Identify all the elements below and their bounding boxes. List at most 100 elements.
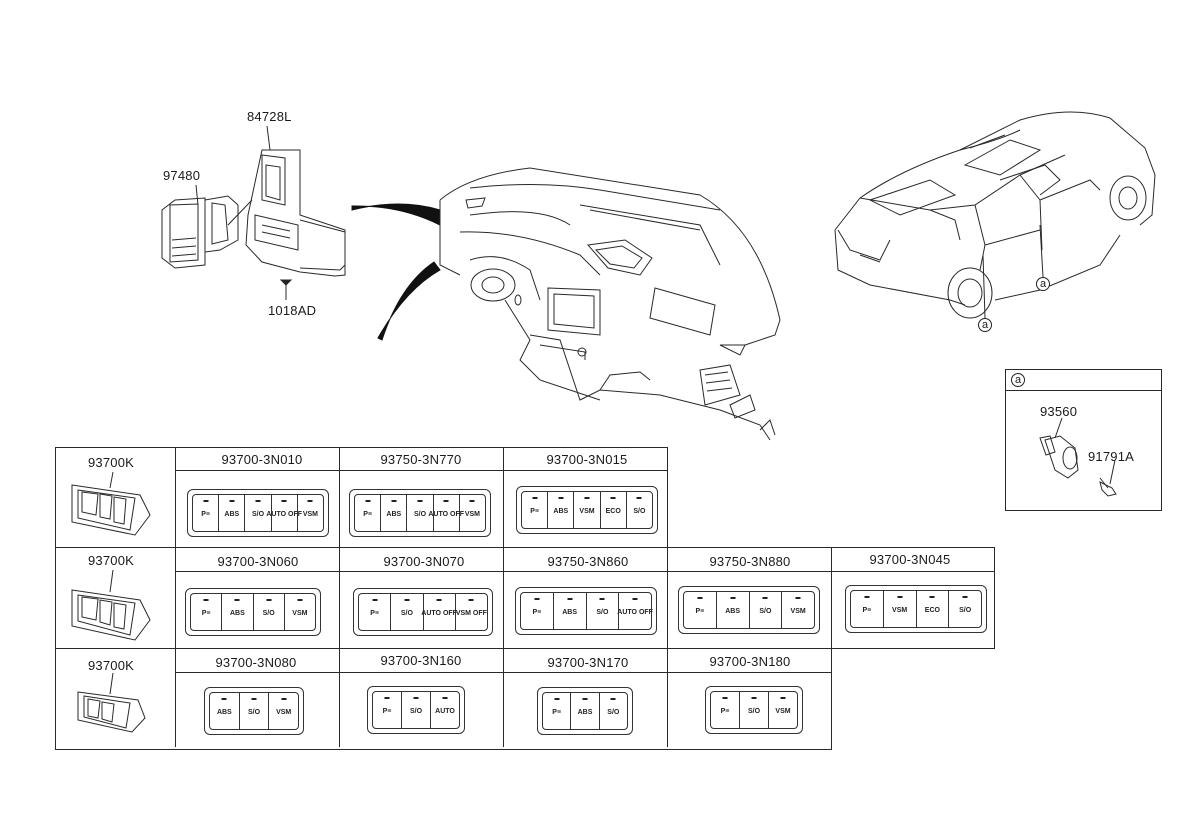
dashboard-drawing [439,167,781,441]
row1-cell2-label: 93750-3N770 [380,452,462,467]
switch-symbol: VSM [579,507,595,515]
switch-symbol: P≡ [201,609,211,617]
indicator-led [281,500,287,502]
indicator-led [632,598,638,600]
switch-button: VSM OFF [456,594,487,630]
detail-a-drawing [1039,417,1117,497]
switch-symbol: P≡ [552,708,562,716]
switch-button: ABS [381,495,408,531]
row2-side-label: 93700K [88,553,135,568]
switch-button: AUTO [431,692,459,728]
row2-cell3-label: 93750-3N860 [547,554,629,569]
switch-symbol: S/O [596,608,609,616]
switch-button: S/O [587,593,620,629]
switch-bezel-drawing [245,149,346,277]
row1-cell3-label: 93700-3N015 [546,452,628,467]
switch-button: S/O [240,693,270,729]
switch-button: P≡ [373,692,402,728]
switch-symbol: P≡ [382,707,392,715]
label-91791A: 91791A [1088,449,1135,464]
switch-symbol: AUTO [435,707,455,715]
switch-symbol: VSM [292,609,308,617]
switch-button: S/O [600,693,627,729]
switch-button: VSM [884,591,917,627]
leader-84728L [266,125,271,151]
switch-symbol: ABS [562,608,578,616]
indicator-led [897,596,903,598]
switch-symbol: P≡ [201,510,210,518]
row2-cell4-label: 93750-3N880 [709,554,791,569]
indicator-led [795,597,801,599]
switch-symbol: VSM [775,707,791,715]
indicator-led [266,599,272,601]
switch-button: ABS [571,693,600,729]
indicator-led [221,698,227,700]
switch-button: S/O [750,592,783,628]
indicator-led [468,599,474,601]
switch-button: ECO [917,591,950,627]
switch-button: P≡ [193,495,220,531]
indicator-led [469,500,475,502]
switch-button: S/O [740,692,769,728]
indicator-led [372,599,378,601]
switch-button: ABS [548,492,575,528]
switch-r3c2: P≡ S/O AUTO [367,686,465,734]
switch-button: ABS [210,693,240,729]
indicator-led [255,500,261,502]
switch-button: S/O [407,495,434,531]
indicator-led [929,596,935,598]
row3-cell4-label: 93700-3N180 [709,654,791,669]
switch-symbol: S/O [607,708,620,716]
indicator-led [297,599,303,601]
indicator-led [384,697,390,699]
indicator-led [730,597,736,599]
switch-symbol: VSM [302,510,318,518]
switch-symbol: P≡ [370,609,380,617]
indicator-led [534,598,540,600]
callout-a-1: a [978,318,992,332]
switch-button: VSM [574,492,601,528]
indicator-led [229,500,235,502]
row1-side-label: 93700K [88,455,135,470]
switch-symbol: S/O [400,609,413,617]
indicator-led [762,597,768,599]
switch-symbol: ECO [924,606,940,614]
indicator-led [443,500,449,502]
switch-symbol: S/O [262,609,275,617]
switch-button: ABS [222,594,254,630]
switch-button: S/O [391,594,424,630]
detail-a-header: a [1011,373,1025,387]
indicator-led [404,599,410,601]
indicator-led [584,497,590,499]
switch-symbol: P≡ [532,608,542,616]
switch-symbol: S/O [759,607,772,615]
switch-symbol: P≡ [695,607,705,615]
switch-button: ABS [554,593,587,629]
indicator-led [864,596,870,598]
switch-button: AUTO OFF [617,593,653,629]
indicator-led [203,500,209,502]
indicator-led [532,497,538,499]
switch-symbol: VSM OFF [455,609,487,617]
indicator-led [780,697,786,699]
switch-symbol: S/O [247,708,261,716]
switch-symbol: ABS [725,607,741,615]
indicator-led [203,599,209,601]
switch-symbol: P≡ [720,707,730,715]
switch-symbol: ABS [386,510,402,518]
air-vent-drawing [161,195,239,269]
switch-symbol: P≡ [363,510,372,518]
switch-button: P≡ [355,495,382,531]
switch-button: P≡ [684,592,717,628]
row1-cell1-label: 93700-3N010 [221,452,303,467]
indicator-led [610,698,616,700]
switch-button: S/O [254,594,285,630]
row2-cell5-label: 93700-3N045 [869,552,951,567]
switch-button: S/O [402,692,431,728]
indicator-led [234,599,240,601]
switch-r3c3: P≡ ABS S/O [537,687,633,735]
